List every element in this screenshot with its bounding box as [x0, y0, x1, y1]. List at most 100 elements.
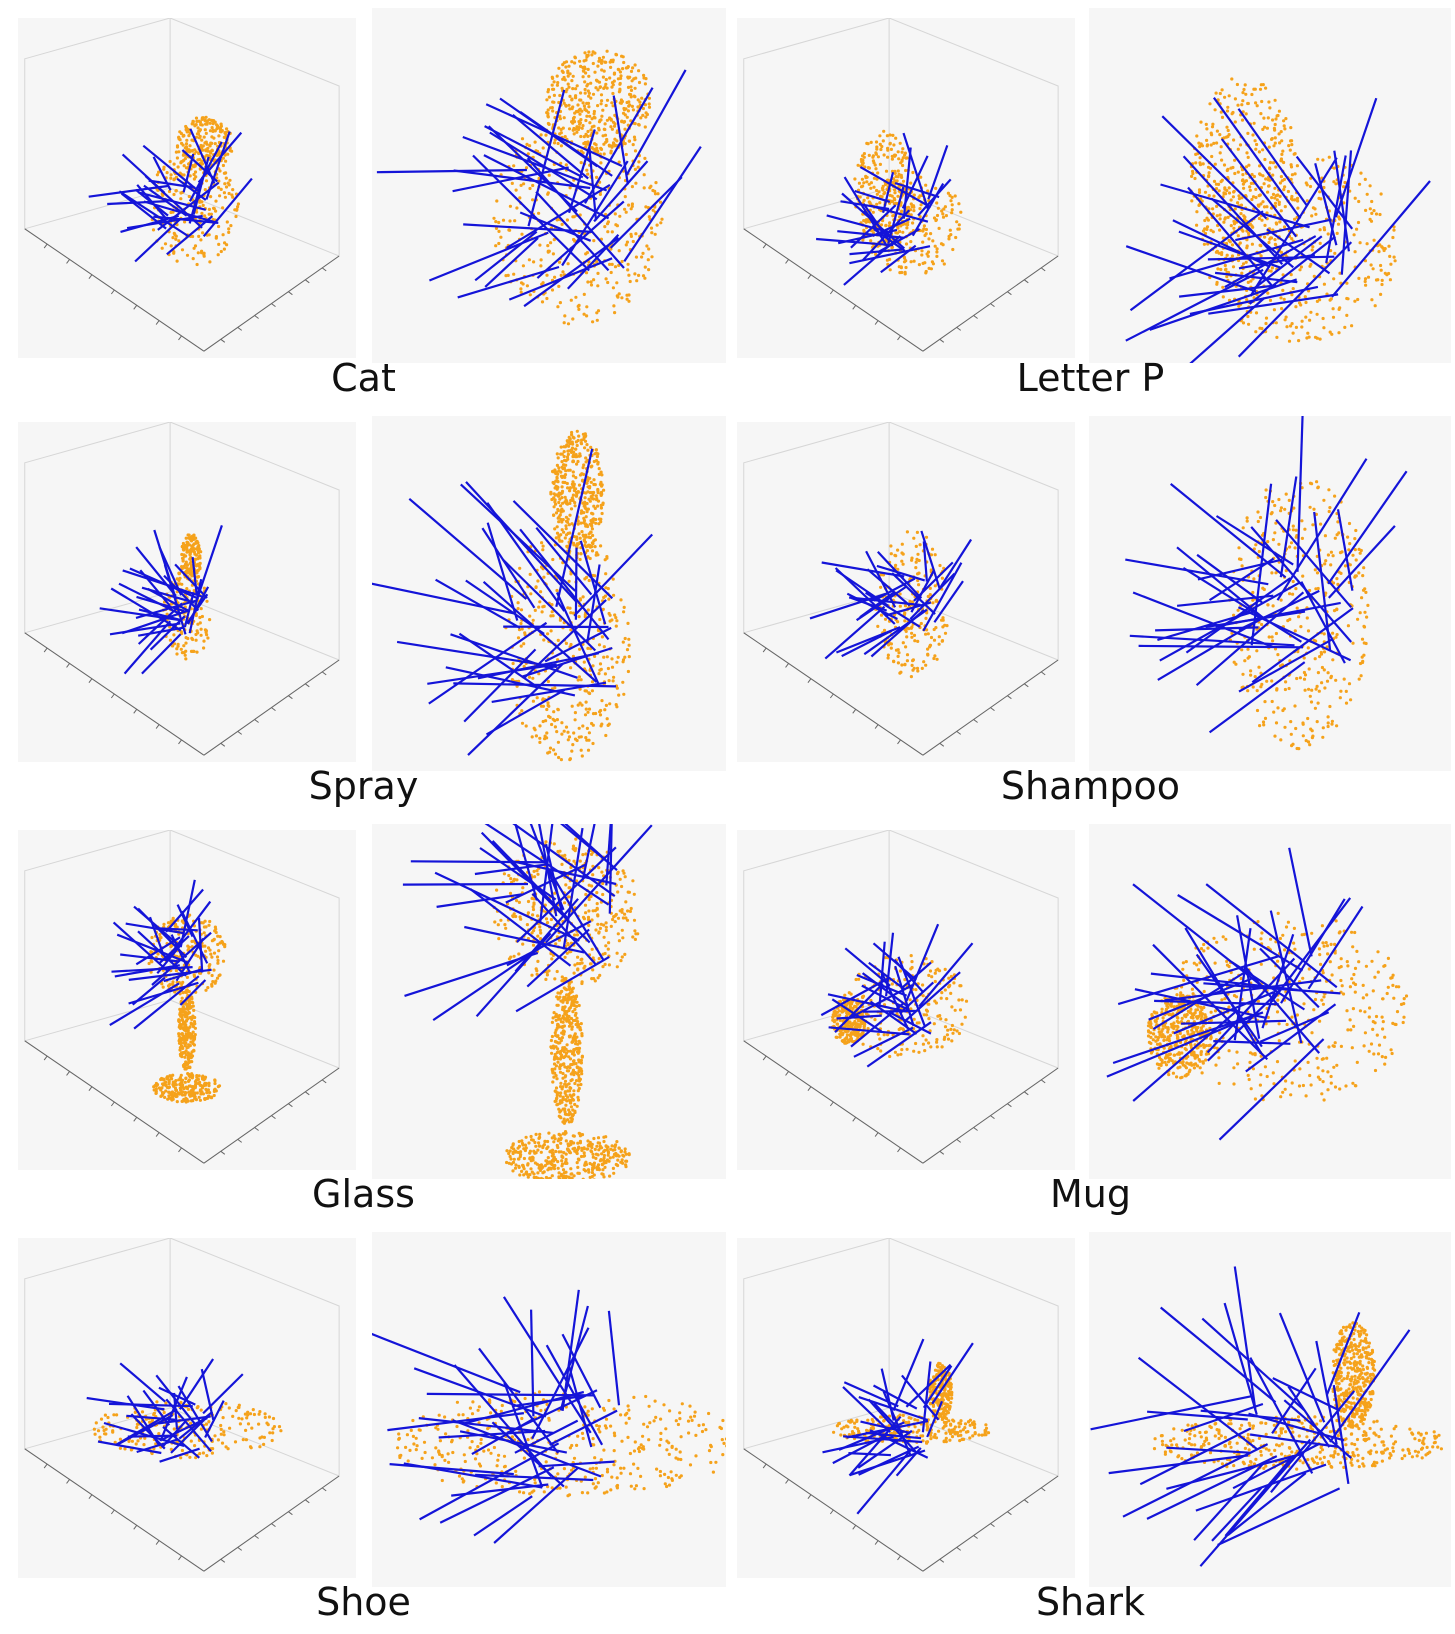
point [1372, 238, 1376, 242]
point [888, 141, 892, 145]
point [188, 551, 192, 555]
grasp-line [163, 574, 200, 612]
point [1272, 126, 1276, 130]
grasp-line [188, 176, 204, 224]
point [551, 87, 555, 91]
point [634, 255, 638, 259]
point [576, 459, 580, 464]
point [222, 171, 226, 175]
point [1263, 700, 1267, 704]
point [575, 130, 579, 134]
axis-tick [304, 1091, 310, 1096]
point [863, 165, 867, 169]
point [587, 50, 591, 54]
point [645, 244, 649, 248]
point [901, 147, 905, 151]
point [1264, 177, 1268, 181]
point [1204, 227, 1208, 231]
figure-cell-glass: Glass [0, 816, 727, 1224]
point [199, 238, 203, 242]
point [580, 126, 584, 130]
point [187, 162, 191, 166]
point [1221, 295, 1225, 299]
point [185, 550, 189, 554]
point [877, 190, 881, 194]
axis-tick [220, 338, 226, 343]
grasp-line [191, 556, 198, 596]
point [585, 314, 589, 318]
point [553, 138, 557, 142]
point [879, 585, 883, 589]
point [215, 176, 219, 180]
point [577, 675, 581, 679]
grasp-line [1178, 230, 1282, 269]
point [912, 209, 916, 213]
point [609, 58, 613, 63]
grasp-line [486, 502, 566, 612]
point [225, 127, 229, 131]
axes-3d-view-shampoo [737, 422, 1075, 762]
point [1271, 604, 1275, 608]
point [1289, 273, 1293, 277]
point [568, 72, 572, 76]
point [590, 689, 594, 693]
point [214, 927, 218, 931]
point [581, 75, 585, 79]
grasp-line [435, 578, 521, 629]
point [1300, 319, 1304, 323]
point [1302, 677, 1307, 681]
point [867, 153, 871, 157]
point [1345, 281, 1349, 285]
point [572, 132, 576, 136]
point [869, 181, 873, 185]
point [552, 505, 556, 509]
grasp-line [917, 178, 952, 217]
point [1254, 195, 1258, 200]
point [194, 638, 198, 642]
point [578, 598, 583, 602]
point [183, 1020, 187, 1024]
point [218, 129, 222, 134]
point [192, 589, 196, 593]
point [586, 748, 591, 752]
point [177, 1019, 181, 1023]
point [555, 463, 559, 467]
point [539, 258, 543, 262]
point [167, 189, 172, 194]
point [231, 188, 235, 192]
point [909, 202, 913, 206]
point [596, 64, 600, 68]
point [641, 106, 645, 111]
point [1335, 633, 1339, 637]
point [931, 601, 935, 605]
point [651, 208, 655, 212]
point [631, 239, 635, 244]
point [634, 181, 638, 185]
point [1369, 219, 1374, 223]
point [583, 435, 587, 439]
point [195, 575, 200, 579]
point [560, 520, 564, 524]
point [541, 719, 545, 724]
point [1306, 646, 1310, 650]
point [1298, 268, 1302, 272]
point [590, 680, 595, 684]
point [540, 610, 544, 614]
point [179, 1041, 183, 1046]
point [900, 542, 904, 546]
point [556, 305, 560, 309]
point [1290, 322, 1294, 326]
point [566, 730, 570, 734]
point [614, 223, 618, 227]
point [1288, 592, 1292, 596]
point [612, 142, 616, 146]
point [620, 259, 624, 264]
point [224, 176, 228, 180]
point [549, 629, 553, 633]
axis-tick [271, 1115, 276, 1120]
axis-tick [990, 303, 995, 308]
point [1306, 331, 1310, 335]
point [1212, 179, 1217, 183]
point [586, 490, 590, 494]
point [586, 555, 590, 559]
